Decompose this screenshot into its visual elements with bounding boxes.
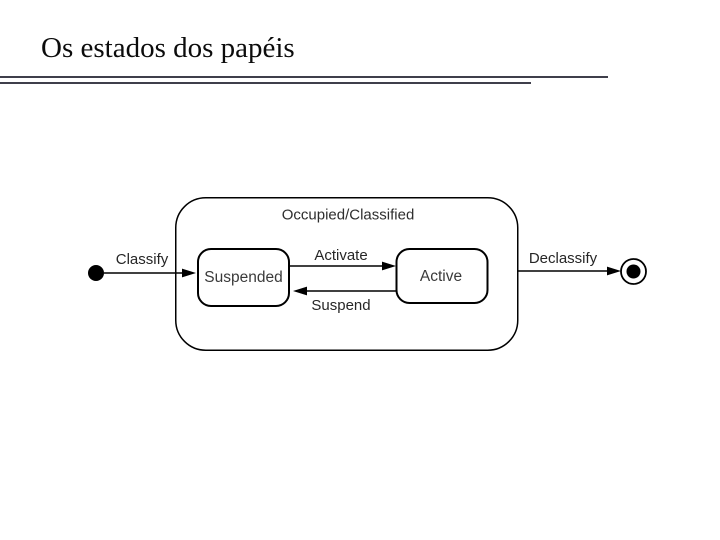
initial-state-icon [88, 265, 104, 281]
composite-state-label: Occupied/Classified [282, 207, 415, 224]
transition-suspend-label: Suspend [311, 297, 370, 314]
title-rule-top [0, 76, 608, 78]
state-suspended-label: Suspended [204, 269, 282, 286]
title-rule-bottom [0, 82, 531, 84]
transition-classify-arrowhead-icon [182, 268, 196, 278]
final-state-inner-dot-icon [626, 264, 641, 279]
transition-suspend-arrowhead-icon [293, 286, 307, 296]
state-active [395, 248, 489, 304]
slide-title: Os estados dos papéis [41, 32, 295, 64]
state-suspended [197, 248, 290, 307]
transition-activate-label: Activate [314, 247, 367, 264]
transition-classify-label: Classify [116, 251, 169, 268]
transition-activate-arrowhead-icon [382, 261, 396, 271]
state-active-label: Active [420, 268, 462, 285]
composite-state-occupied-classified [175, 197, 519, 351]
transition-declassify-label: Declassify [529, 250, 598, 267]
transition-declassify-arrowhead-icon [607, 266, 621, 276]
